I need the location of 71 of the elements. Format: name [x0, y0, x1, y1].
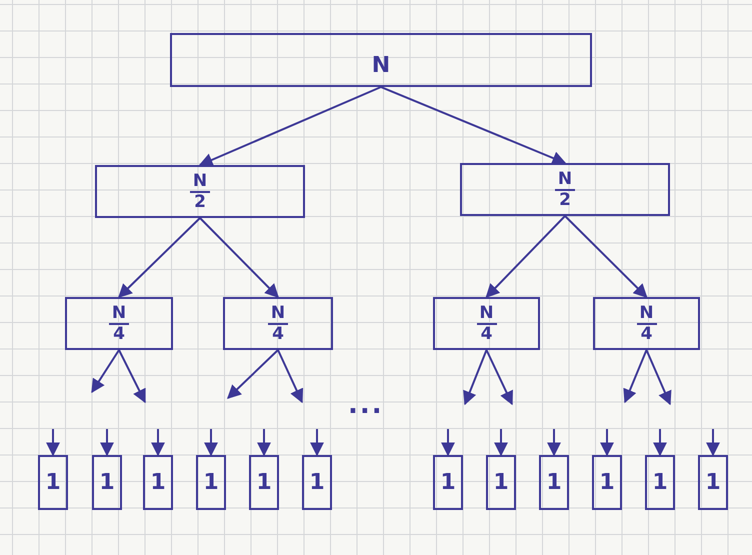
node-box: [433, 455, 463, 510]
node-box: [539, 455, 569, 510]
node-box: [143, 455, 173, 510]
node-label: 1: [705, 472, 721, 494]
arrow: [600, 429, 614, 456]
node-box: [223, 297, 333, 350]
node-label: 1: [440, 472, 456, 494]
arrow: [310, 429, 324, 456]
node-box: [95, 165, 305, 218]
arrow: [564, 215, 648, 298]
node-label: 2: [194, 194, 206, 210]
node-box: [592, 455, 622, 510]
node-label: 1: [150, 472, 166, 494]
arrow: [257, 429, 271, 456]
node-box: [196, 455, 226, 510]
arrow: [91, 349, 120, 394]
node-label: 1: [652, 472, 668, 494]
arrow: [199, 217, 279, 298]
arrow: [46, 429, 60, 456]
arrow: [646, 350, 672, 406]
node-box: [698, 455, 728, 510]
node-label: 4: [272, 326, 284, 342]
node-label: 1: [45, 472, 61, 494]
node-box: [433, 297, 540, 350]
arrow: [100, 429, 114, 456]
arrow: [547, 429, 561, 456]
node-box: [460, 163, 670, 216]
node-box: [170, 33, 592, 87]
node-label: 1: [309, 472, 325, 494]
arrow: [277, 350, 304, 404]
node-box: [65, 297, 173, 350]
arrow: [118, 350, 146, 404]
node-box: [38, 455, 68, 510]
node-label: 2: [559, 192, 571, 208]
node-label: 1: [546, 472, 562, 494]
node-label: 1: [256, 472, 272, 494]
node-label: N: [558, 170, 572, 188]
node-box: [486, 455, 516, 510]
node-label: 4: [640, 326, 652, 342]
arrow: [653, 429, 667, 456]
node-label: N: [192, 172, 208, 190]
node-label: 4: [480, 326, 492, 342]
arrow: [118, 217, 201, 298]
arrow: [494, 429, 508, 456]
node-box: [249, 455, 279, 510]
arrow: [706, 429, 720, 456]
node-box: [593, 297, 700, 350]
node-label: N: [270, 304, 286, 322]
arrow: [380, 86, 566, 165]
arrow: [198, 86, 382, 166]
arrow: [623, 350, 648, 404]
arrow: [204, 429, 218, 456]
node-box: [302, 455, 332, 510]
arrow: [486, 350, 513, 406]
node-label: N: [479, 304, 494, 322]
node-label: N: [112, 304, 126, 322]
arrow: [227, 349, 279, 399]
node-label: 1: [99, 472, 115, 494]
arrow: [151, 429, 165, 456]
arrow: [441, 429, 455, 456]
node-label: 4: [113, 326, 125, 342]
node-label: 1: [493, 472, 509, 494]
node-label: N: [639, 304, 654, 322]
ellipsis-label: ...: [348, 390, 384, 420]
arrow: [486, 215, 566, 298]
node-label: 1: [599, 472, 615, 494]
node-label: 1: [203, 472, 219, 494]
node-box: [92, 455, 122, 510]
node-label: N: [372, 55, 390, 77]
node-box: [645, 455, 675, 510]
arrow: [463, 350, 488, 406]
